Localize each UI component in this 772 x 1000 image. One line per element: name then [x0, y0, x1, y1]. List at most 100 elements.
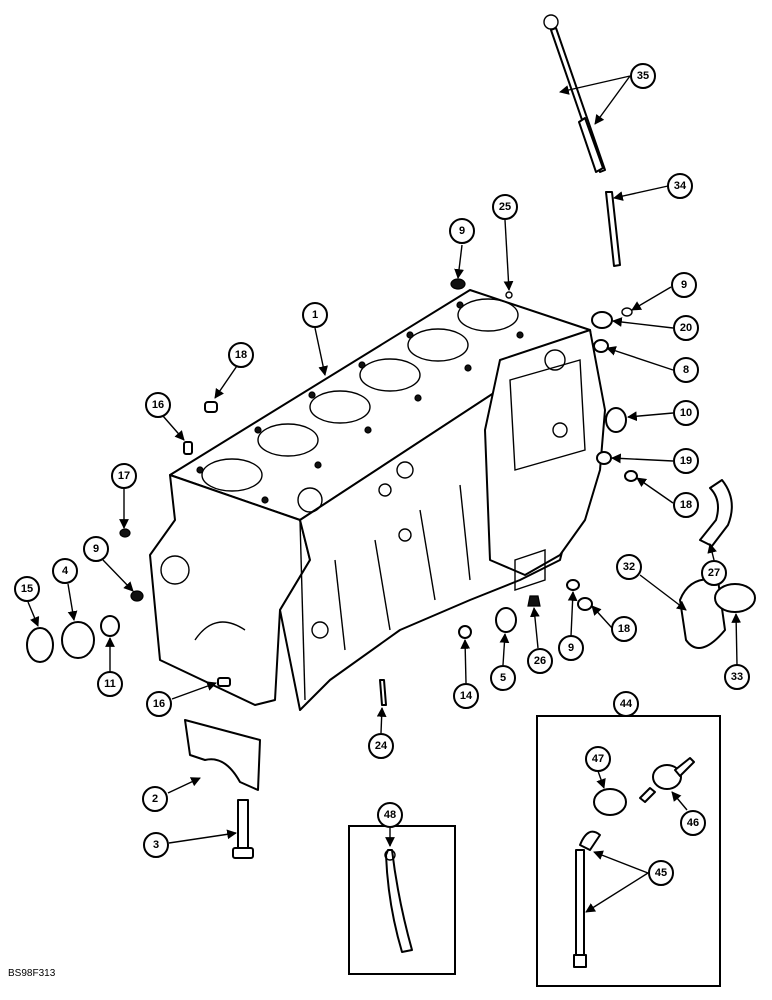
callout-18-bottom: 18	[611, 616, 637, 642]
callout-18-top: 18	[228, 342, 254, 368]
svg-text:20: 20	[680, 322, 692, 334]
callout-1: 1	[302, 302, 328, 328]
callout-33: 33	[724, 664, 750, 690]
plug-18-right	[624, 470, 638, 482]
svg-text:46: 46	[687, 817, 699, 829]
callout-9-bottom: 9	[558, 635, 584, 661]
dipstick-tube	[605, 191, 621, 267]
bearing-cap	[184, 719, 261, 791]
pin-25	[505, 291, 513, 299]
svg-text:33: 33	[731, 671, 743, 683]
svg-text:48: 48	[384, 809, 396, 821]
callout-25: 25	[492, 194, 518, 220]
svg-text:17: 17	[118, 470, 130, 482]
callout-9-right: 9	[671, 272, 697, 298]
callout-9-left: 9	[83, 536, 109, 562]
callout-45: 45	[648, 860, 674, 886]
svg-text:9: 9	[568, 642, 574, 654]
svg-text:9: 9	[93, 543, 99, 555]
svg-text:9: 9	[681, 279, 687, 291]
svg-text:32: 32	[623, 561, 635, 573]
callout-46: 46	[680, 810, 706, 836]
callout-18-right: 18	[673, 492, 699, 518]
svg-text:4: 4	[62, 565, 69, 577]
plug-14	[458, 625, 472, 639]
figure-code: BS98F313	[8, 968, 56, 979]
svg-text:9: 9	[459, 225, 465, 237]
seal-5	[495, 607, 517, 633]
callout-44: 44	[613, 691, 639, 717]
kit-box-48	[348, 825, 456, 975]
svg-text:16: 16	[153, 698, 165, 710]
plug-18-top	[204, 401, 218, 413]
callout-47: 47	[585, 746, 611, 772]
callout-5: 5	[490, 665, 516, 691]
callout-20: 20	[673, 315, 699, 341]
callout-2: 2	[142, 786, 168, 812]
callout-8: 8	[673, 357, 699, 383]
callout-48: 48	[377, 802, 403, 828]
pin-16-bottom	[217, 677, 231, 687]
svg-text:18: 18	[680, 499, 692, 511]
svg-text:27: 27	[708, 567, 720, 579]
plug-17	[119, 528, 131, 538]
plug-top	[450, 278, 466, 290]
elbow-27	[699, 479, 733, 547]
svg-text:15: 15	[21, 583, 33, 595]
pin-24	[379, 679, 387, 706]
callout-10: 10	[673, 400, 699, 426]
engine-block	[149, 289, 606, 711]
svg-text:5: 5	[500, 672, 506, 684]
dipstick-45	[573, 830, 601, 968]
plug-11	[100, 615, 120, 637]
svg-text:8: 8	[683, 364, 689, 376]
svg-text:26: 26	[534, 655, 546, 667]
svg-text:18: 18	[235, 349, 247, 361]
plug-8	[593, 339, 609, 353]
svg-text:2: 2	[152, 793, 158, 805]
svg-text:18: 18	[618, 623, 630, 635]
svg-text:3: 3	[153, 839, 159, 851]
callout-4: 4	[52, 558, 78, 584]
svg-text:47: 47	[592, 753, 604, 765]
svg-text:1: 1	[312, 309, 318, 321]
plug-18-bottom	[577, 597, 593, 611]
callout-14: 14	[453, 683, 479, 709]
plug-26	[527, 595, 541, 607]
strap-48	[385, 849, 413, 953]
plug-10	[605, 407, 627, 433]
callout-32: 32	[616, 554, 642, 580]
clamp-33	[714, 583, 756, 613]
callout-26: 26	[527, 648, 553, 674]
svg-text:10: 10	[680, 407, 692, 419]
seal-47	[593, 788, 627, 816]
svg-text:35: 35	[637, 70, 649, 82]
callout-19: 19	[673, 448, 699, 474]
boot-32	[679, 578, 726, 649]
svg-text:16: 16	[152, 399, 164, 411]
svg-text:45: 45	[655, 867, 667, 879]
callout-16-bottom: 16	[146, 691, 172, 717]
kit-box-44	[536, 715, 721, 987]
svg-text:19: 19	[680, 455, 692, 467]
callout-3: 3	[143, 832, 169, 858]
cover-15	[26, 627, 54, 663]
callout-16-top: 16	[145, 392, 171, 418]
dipstick	[543, 14, 606, 173]
svg-text:44: 44	[620, 698, 633, 710]
callout-35: 35	[630, 63, 656, 89]
ring-4	[61, 621, 95, 659]
plug-19	[596, 451, 612, 465]
svg-text:11: 11	[104, 678, 116, 690]
pin-16-top	[183, 441, 193, 455]
callout-27: 27	[701, 560, 727, 586]
plug-20	[591, 311, 613, 329]
plug-9-right	[621, 307, 633, 317]
svg-text:34: 34	[674, 180, 687, 192]
plug-9-bottom	[566, 579, 580, 591]
callout-34: 34	[667, 173, 693, 199]
svg-text:25: 25	[499, 201, 511, 213]
callout-15: 15	[14, 576, 40, 602]
callout-11: 11	[97, 671, 123, 697]
